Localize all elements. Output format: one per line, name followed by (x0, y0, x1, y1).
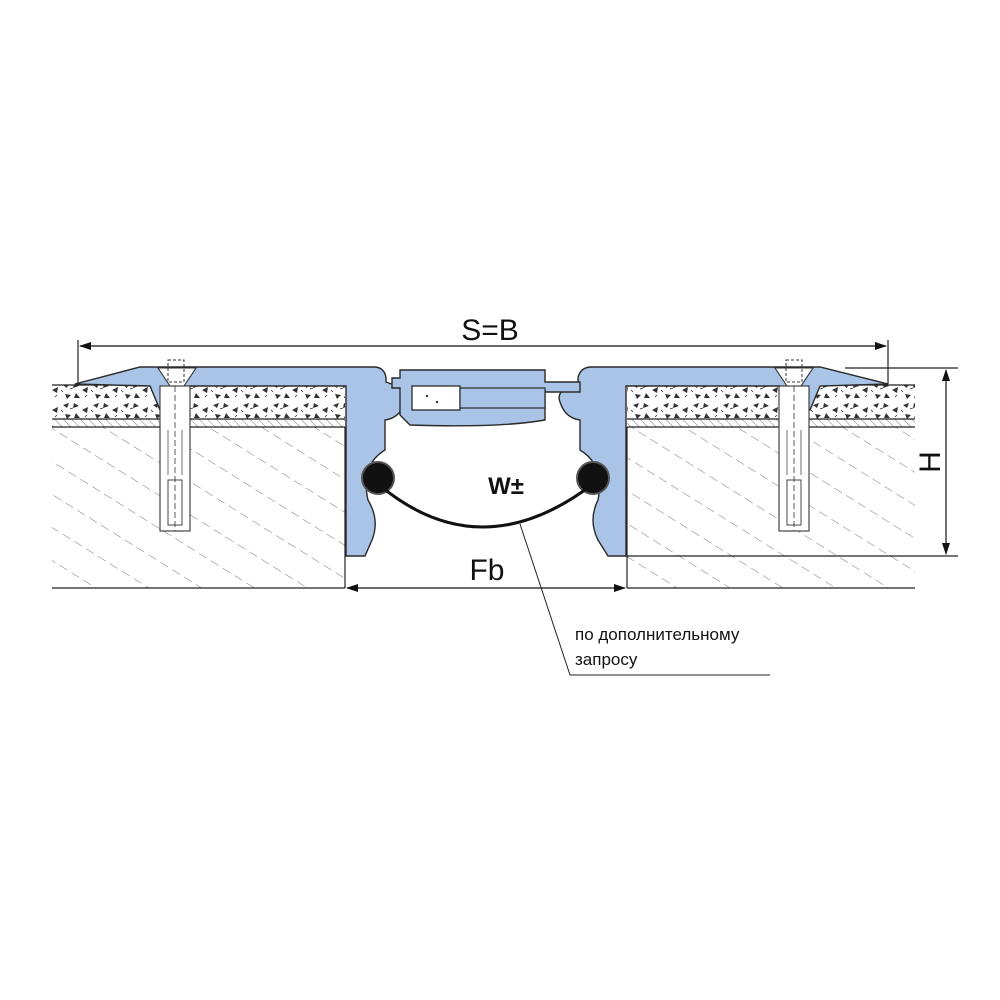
screed-layer-left (52, 384, 345, 428)
insert-strip-blue (459, 387, 546, 409)
profile-right (558, 366, 889, 557)
label-movement: W± (488, 473, 524, 500)
anchor-bolt-right (773, 359, 815, 532)
seal-bead-right (576, 461, 610, 495)
anchor-bolt-left (156, 359, 198, 532)
seal-membrane (377, 482, 594, 529)
profile-left (74, 366, 407, 557)
note-line-2: запросу (575, 650, 638, 669)
label-height: H (914, 451, 947, 473)
insert-strip-white (411, 385, 461, 411)
note-line-1: по дополнительному (575, 625, 740, 644)
note-leader (519, 523, 770, 676)
dimension-overall-width (77, 340, 889, 384)
seal-bead-left (361, 461, 395, 495)
dimension-height (627, 367, 958, 557)
label-gap: Fb (469, 554, 504, 587)
screed-layer-right (627, 384, 915, 428)
concrete-slab-left (52, 427, 346, 589)
concrete-slab-right (626, 427, 915, 589)
label-overall-width: S=B (461, 314, 519, 347)
